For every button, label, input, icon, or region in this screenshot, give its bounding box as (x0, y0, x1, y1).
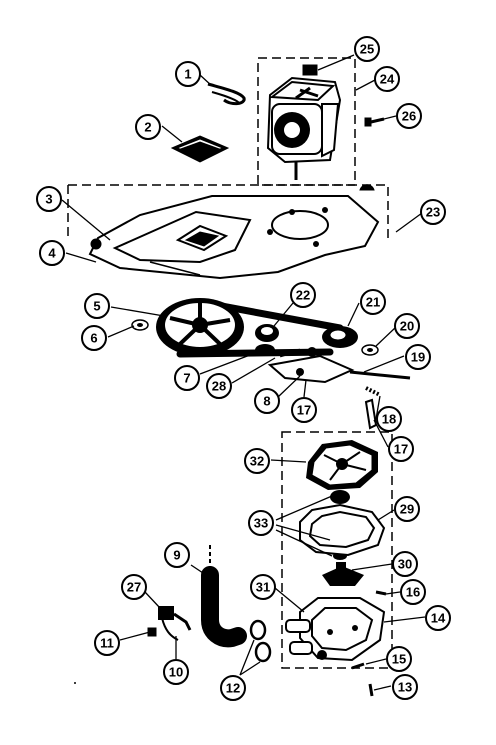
callout-21-label: 21 (366, 295, 380, 310)
motor-pulley-illustration (322, 326, 358, 348)
valve-27-illustration (147, 606, 192, 641)
clip-1-illustration (207, 82, 246, 106)
callout-12: 12 (220, 675, 246, 701)
callout-10-label: 10 (169, 665, 183, 680)
callout-14-label: 14 (431, 611, 446, 626)
callout-10: 10 (163, 659, 189, 685)
callout-18: 18 (376, 406, 402, 432)
callout-30: 30 (392, 551, 418, 577)
screw-15-illustration (351, 662, 365, 670)
motor-illustration (266, 64, 342, 180)
drive-pulley-illustration (156, 298, 244, 356)
callout-33: 33 (248, 510, 274, 536)
hose-9-illustration (201, 545, 247, 648)
clip-part-illustration (359, 184, 375, 191)
callout-31-label: 31 (256, 580, 270, 595)
callout-21: 21 (360, 289, 386, 315)
callout-26-label: 26 (402, 109, 416, 124)
callout-17b-label: 17 (394, 442, 408, 457)
callout-24: 24 (374, 66, 400, 92)
callout-2-label: 2 (144, 120, 151, 135)
callout-17a: 17 (291, 397, 317, 423)
callout-11: 11 (94, 630, 120, 656)
callout-1: 1 (175, 61, 201, 87)
callout-17b: 17 (388, 436, 414, 462)
callout-16-label: 16 (406, 585, 420, 600)
callout-31: 31 (250, 574, 276, 600)
callout-23: 23 (420, 199, 446, 225)
screw-16-illustration (375, 590, 387, 596)
callout-30-label: 30 (398, 557, 412, 572)
callout-33-label: 33 (254, 516, 268, 531)
pad-2-illustration (170, 135, 230, 163)
callout-20-label: 20 (400, 319, 414, 334)
callout-25: 25 (354, 36, 380, 62)
callout-28: 28 (206, 373, 232, 399)
pump-impeller-illustration (306, 440, 378, 490)
callout-13: 13 (392, 674, 418, 700)
callout-7: 7 (174, 365, 200, 391)
callout-28-label: 28 (212, 379, 226, 394)
callout-7-label: 7 (183, 371, 190, 386)
clamps-12-illustration (249, 619, 272, 663)
callout-15-label: 15 (392, 652, 406, 667)
callout-8: 8 (254, 388, 280, 414)
callout-27: 27 (121, 574, 147, 600)
callout-8-label: 8 (263, 394, 270, 409)
callout-13-label: 13 (398, 680, 412, 695)
callout-5-label: 5 (93, 299, 100, 314)
callout-18-label: 18 (382, 412, 396, 427)
callout-16: 16 (400, 579, 426, 605)
washer-20-illustration (361, 344, 379, 356)
pump-housing-illustration (285, 597, 386, 662)
speck-mark (74, 682, 76, 684)
callout-3: 3 (36, 186, 62, 212)
callout-23-label: 23 (426, 205, 440, 220)
callout-15: 15 (386, 646, 412, 672)
leader-lines (61, 54, 426, 691)
callout-4: 4 (39, 240, 65, 266)
callout-20: 20 (394, 313, 420, 339)
callout-22-label: 22 (296, 288, 310, 303)
callout-29: 29 (394, 496, 420, 522)
callout-19: 19 (405, 344, 431, 370)
callout-5: 5 (84, 293, 110, 319)
callout-3-label: 3 (45, 192, 52, 207)
callout-17a-label: 17 (297, 403, 311, 418)
callout-24-label: 24 (380, 72, 395, 87)
callout-14: 14 (425, 605, 451, 631)
callout-9-label: 9 (173, 548, 180, 563)
idler-pulley-illustration (255, 324, 279, 356)
callout-6: 6 (81, 325, 107, 351)
callout-1-label: 1 (184, 67, 191, 82)
callout-22: 22 (290, 282, 316, 308)
callout-6-label: 6 (90, 331, 97, 346)
callout-19-label: 19 (411, 350, 425, 365)
idler-arm-illustration (267, 347, 411, 384)
callout-11-label: 11 (100, 636, 114, 651)
washer-6-illustration (131, 319, 149, 331)
mounting-plate-illustration (88, 195, 380, 280)
callout-4-label: 4 (48, 246, 56, 261)
screw-13-illustration (368, 683, 374, 697)
callout-9: 9 (164, 542, 190, 568)
callout-32: 32 (244, 448, 270, 474)
callout-2: 2 (135, 114, 161, 140)
bracket-17-illustration (364, 398, 378, 430)
pump-group-box (281, 431, 393, 669)
callout-29-label: 29 (400, 502, 414, 517)
callout-25-label: 25 (360, 42, 374, 57)
impeller-30-illustration (322, 562, 364, 586)
callout-12-label: 12 (226, 681, 240, 696)
spring-18-illustration (365, 386, 381, 397)
mounting-plate-group-box (67, 184, 389, 240)
callout-27-label: 27 (127, 580, 141, 595)
callout-26: 26 (396, 103, 422, 129)
callout-32-label: 32 (250, 454, 264, 469)
